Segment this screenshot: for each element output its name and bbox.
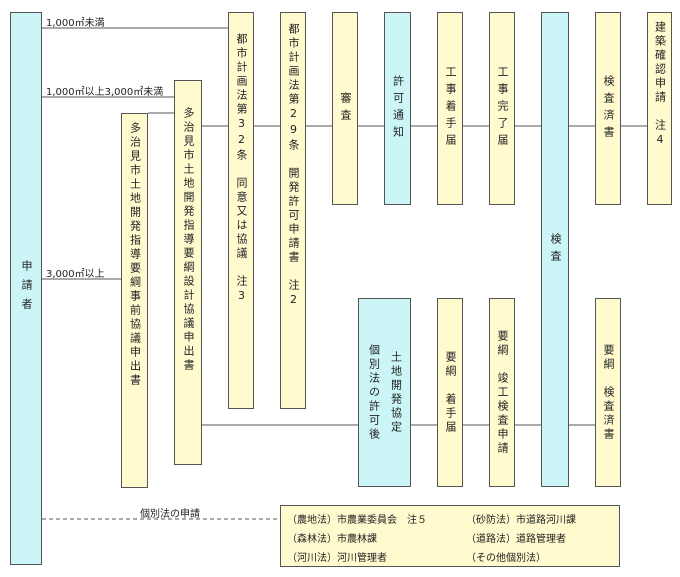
- individual-law-notes: （農地法）市農業委員会 注５ （砂防法）市道路河川課 （森林法）市農林課 （道路…: [280, 505, 620, 567]
- route-individual-label: 個別法の申請: [140, 509, 200, 520]
- land-dev-agreement-label: 土地開発協定: [389, 350, 403, 435]
- guideline-complete-box: 要綱 竣工検査申請: [489, 298, 515, 487]
- design-consult-box: 多治見市土地開発指導要綱設計協議申出書: [174, 80, 202, 465]
- note-item: （道路法）道路管理者: [466, 534, 566, 545]
- guideline-cert-box: 要綱 検査済書: [595, 298, 621, 487]
- start-notice-box: 工事着手届: [437, 12, 463, 205]
- start-notice-label: 工事着手届: [444, 66, 457, 151]
- applicant-label: 申請者: [20, 260, 33, 317]
- note-item: （砂防法）市道路河川課: [466, 515, 576, 526]
- route-small-label: 1,000㎡未満: [46, 18, 105, 29]
- note-item: （河川法）河川管理者: [287, 553, 387, 564]
- inspection-cert-label: 検査済書: [602, 74, 615, 143]
- after-permits-label: 個別法の許可後: [367, 343, 381, 442]
- note-item: （その他個別法）: [466, 553, 546, 564]
- inspection-label: 検査: [549, 232, 562, 267]
- complete-notice-box: 工事完了届: [489, 12, 515, 205]
- art29-box: 都市計画法第29条 開発許可申請書 注2: [280, 12, 306, 409]
- guideline-start-label: 要綱 着手届: [444, 350, 457, 435]
- complete-notice-label: 工事完了届: [496, 66, 509, 151]
- building-confirm-label: 建築確認申請 注4: [653, 21, 667, 149]
- building-confirm-box: 建築確認申請 注4: [647, 12, 672, 205]
- review-label: 審査: [339, 91, 352, 126]
- permit-notice-label: 許可通知: [391, 74, 405, 143]
- pre-consult-box: 多治見市土地開発指導要綱事前協議申出書: [121, 113, 148, 488]
- guideline-cert-label: 要綱 検査済書: [602, 343, 615, 442]
- note-item: （農地法）市農業委員会 注５: [287, 515, 427, 526]
- review-box: 審査: [332, 12, 358, 205]
- route-mid-label: 1,000㎡以上3,000㎡未満: [46, 87, 164, 98]
- applicant-box: 申請者: [10, 12, 42, 565]
- art29-label: 都市計画法第29条 開発許可申請書 注2: [287, 23, 300, 309]
- inspection-box: 検査: [541, 12, 569, 487]
- guideline-complete-label: 要綱 竣工検査申請: [496, 329, 509, 456]
- land-dev-agreement-box: 個別法の許可後 土地開発協定: [358, 298, 411, 487]
- permit-notice-box: 許可通知: [384, 12, 411, 205]
- art32-box: 都市計画法第32条 同意又は協議 注3: [228, 12, 254, 409]
- design-consult-label: 多治見市土地開発指導要綱設計協議申出書: [182, 107, 195, 373]
- art32-label: 都市計画法第32条 同意又は協議 注3: [235, 33, 248, 305]
- guideline-start-box: 要綱 着手届: [437, 298, 463, 487]
- note-item: （森林法）市農林課: [287, 534, 377, 545]
- inspection-cert-box: 検査済書: [595, 12, 621, 205]
- pre-consult-label: 多治見市土地開発指導要綱事前協議申出書: [128, 122, 142, 388]
- route-large-label: 3,000㎡以上: [46, 269, 105, 280]
